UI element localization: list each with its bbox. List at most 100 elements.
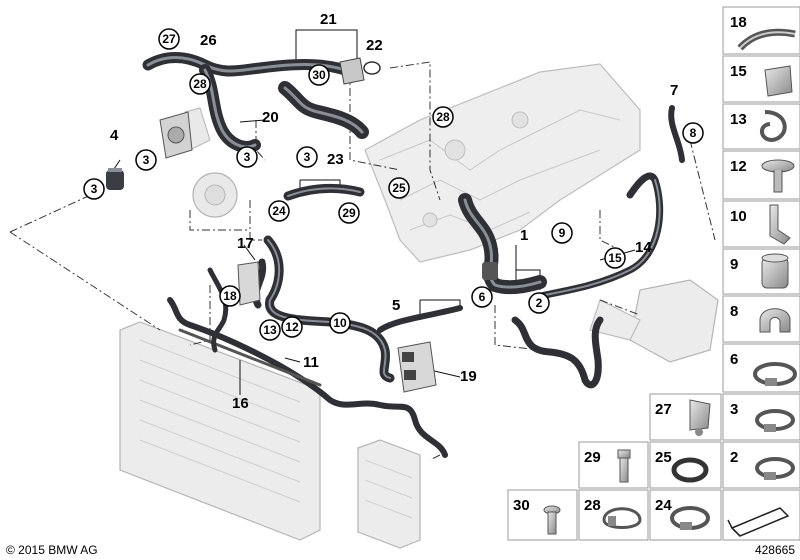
svg-text:15: 15 (730, 63, 747, 80)
svg-text:30: 30 (513, 497, 530, 514)
svg-text:12: 12 (285, 320, 299, 334)
hose-14 (511, 172, 664, 389)
engine-block-ghost (364, 63, 641, 263)
part-box-27: 27 (649, 393, 722, 441)
labels: 1 4 5 7 11 14 16 17 19 20 21 22 23 26 (110, 11, 678, 412)
part-box-24: 24 (649, 489, 722, 541)
svg-text:13: 13 (730, 111, 747, 128)
label-5: 5 (392, 297, 400, 314)
label-23: 23 (327, 151, 344, 168)
part-box-6: 6 (722, 343, 800, 393)
radiator-aux-ghost (357, 439, 421, 549)
svg-text:27: 27 (162, 32, 176, 46)
label-14: 14 (635, 239, 652, 256)
svg-text:2: 2 (730, 449, 738, 466)
part-box-15: 15 (722, 55, 800, 103)
hose-23 (283, 184, 365, 201)
svg-text:10: 10 (333, 316, 347, 330)
callout-6: 6 (471, 286, 493, 308)
callout-25: 25 (388, 177, 410, 199)
callout-3d: 3 (296, 146, 318, 168)
svg-text:27: 27 (655, 401, 672, 418)
svg-text:28: 28 (193, 77, 207, 91)
label-22: 22 (366, 37, 383, 54)
svg-text:18: 18 (223, 289, 237, 303)
svg-text:6: 6 (730, 351, 738, 368)
svg-text:6: 6 (479, 290, 486, 304)
grommet-4 (106, 168, 124, 190)
label-11: 11 (303, 354, 319, 371)
pump-3 (159, 111, 193, 159)
label-7: 7 (670, 82, 678, 99)
callout-9: 9 (551, 222, 573, 244)
label-16: 16 (232, 395, 249, 412)
svg-text:3: 3 (304, 150, 311, 164)
expansion-tank-ghost (589, 279, 719, 363)
part-box-9: 9 (722, 248, 800, 295)
callout-10: 10 (329, 312, 351, 334)
svg-text:3: 3 (730, 401, 738, 418)
svg-text:3: 3 (143, 153, 150, 167)
label-21: 21 (320, 11, 337, 28)
svg-text:18: 18 (730, 14, 747, 31)
hose-7 (668, 105, 685, 163)
part-box-3: 3 (722, 393, 800, 441)
part-box-25: 25 (649, 441, 722, 489)
label-1: 1 (520, 227, 528, 244)
svg-text:30: 30 (312, 68, 326, 82)
part-box-28: 28 (578, 489, 649, 541)
svg-text:9: 9 (559, 226, 566, 240)
svg-text:12: 12 (730, 158, 747, 175)
callout-8: 8 (682, 122, 704, 144)
part-box-30: 30 (507, 489, 578, 541)
svg-text:9: 9 (730, 256, 738, 273)
part-box-8: 8 (722, 295, 800, 343)
radiator-main-ghost (119, 321, 321, 541)
parts-table: 18 15 13 12 10 9 (507, 6, 800, 541)
hose-16 (167, 297, 463, 458)
part-box-13: 13 (722, 103, 800, 150)
callout-3b: 3 (83, 178, 105, 200)
svg-text:3: 3 (91, 182, 98, 196)
part-box-12: 12 (722, 150, 800, 200)
callout-3c: 3 (236, 146, 258, 168)
svg-text:25: 25 (655, 449, 672, 466)
callouts: 27 28 30 28 3 3 3 3 8 9 15 25 24 29 18 1… (83, 28, 704, 341)
svg-text:28: 28 (436, 110, 450, 124)
bracket-19 (397, 341, 437, 393)
callout-15: 15 (604, 247, 626, 269)
hose-20 (278, 81, 369, 139)
svg-text:25: 25 (392, 181, 406, 195)
callout-30: 30 (308, 64, 330, 86)
label-19: 19 (460, 368, 477, 385)
thermostat-22 (339, 57, 381, 85)
callout-13: 13 (259, 319, 281, 341)
label-20: 20 (262, 109, 279, 126)
svg-text:10: 10 (730, 208, 747, 225)
callout-28a: 28 (189, 73, 211, 95)
part-box-18: 18 (722, 6, 800, 55)
part-box-10: 10 (722, 200, 800, 248)
callout-24: 24 (268, 200, 290, 222)
leader-lines (9, 61, 716, 461)
hose-10 (263, 235, 395, 383)
part-box-29: 29 (578, 441, 649, 489)
svg-text:8: 8 (730, 303, 738, 320)
svg-text:24: 24 (655, 497, 672, 514)
svg-text:15: 15 (608, 251, 622, 265)
callout-12: 12 (281, 316, 303, 338)
label-17: 17 (237, 235, 254, 252)
callout-18: 18 (219, 285, 241, 307)
callout-29: 29 (338, 202, 360, 224)
part-box-arrow (722, 489, 800, 541)
water-pump-ghost (184, 107, 238, 218)
part-box-2: 2 (722, 441, 800, 489)
connector-6 (482, 262, 498, 280)
callout-27: 27 (158, 28, 180, 50)
label-4: 4 (110, 127, 119, 144)
callout-2: 2 (528, 292, 550, 314)
label-26: 26 (200, 32, 217, 49)
svg-text:29: 29 (342, 206, 356, 220)
